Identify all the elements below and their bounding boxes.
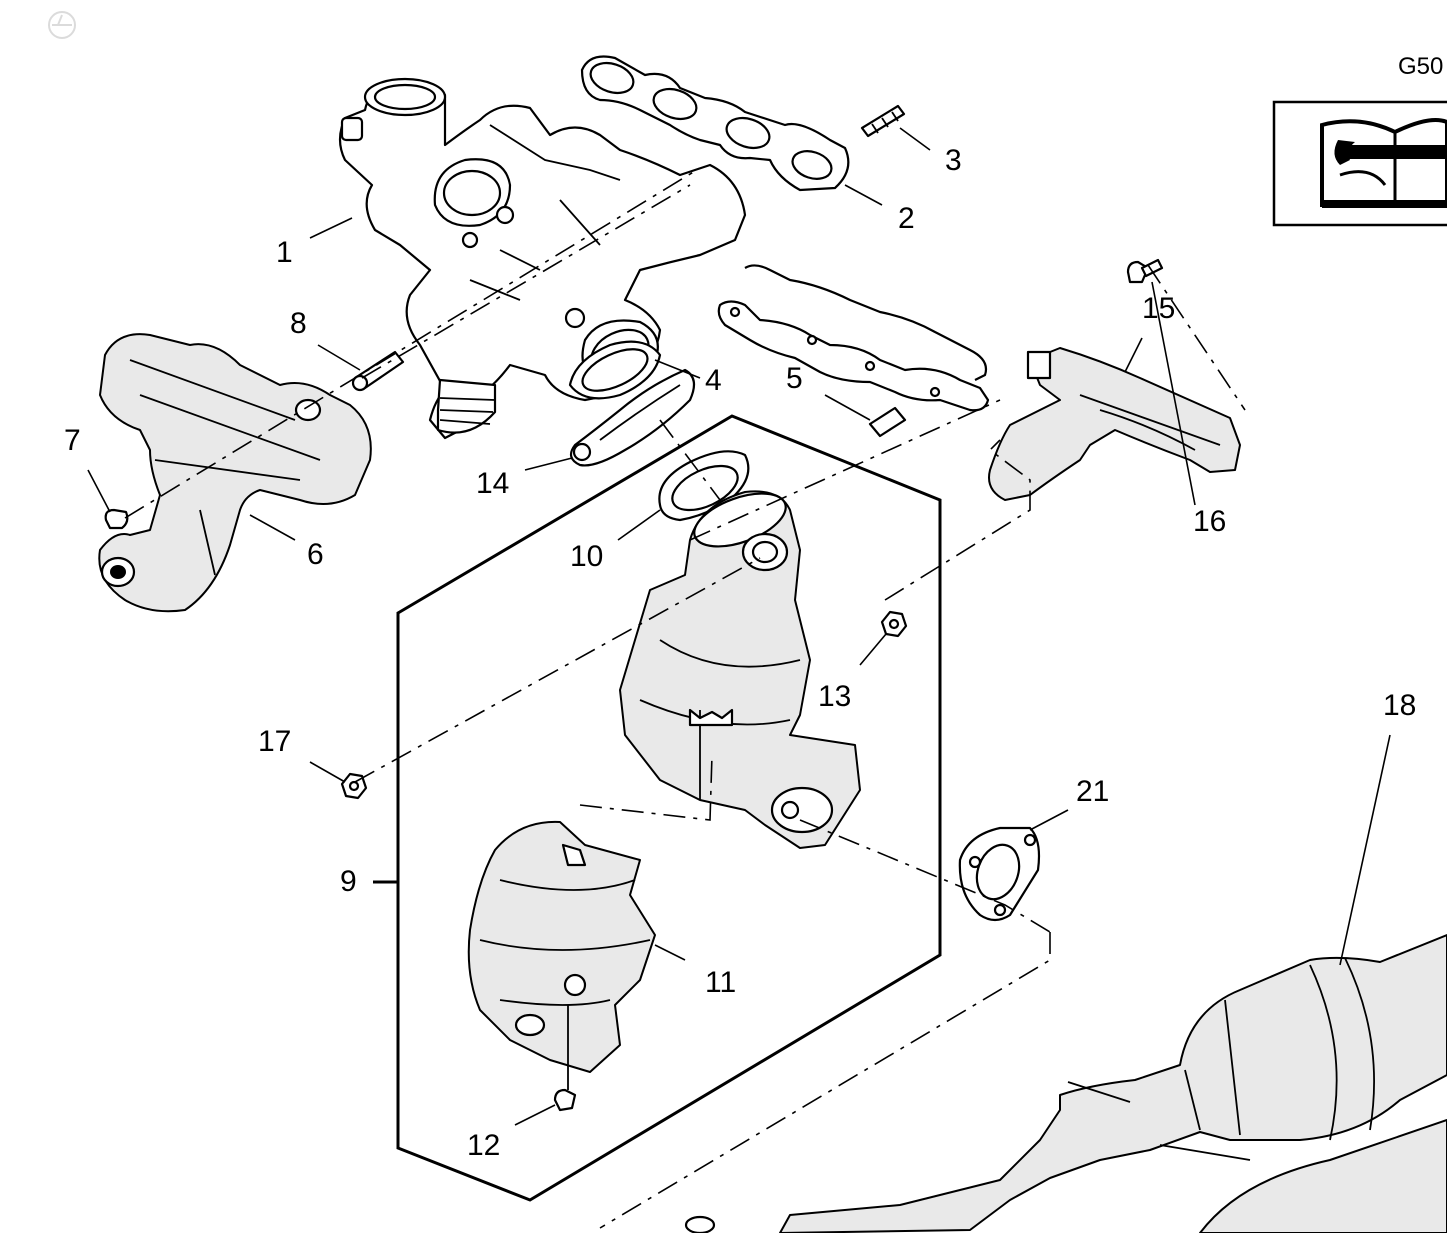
callout-14: 14 bbox=[476, 467, 510, 500]
part-14-clamp bbox=[569, 368, 696, 467]
part-18-exhaust-pipe bbox=[684, 934, 1447, 1235]
diagram-code: G50 bbox=[1398, 53, 1444, 80]
part-2-manifold-gasket bbox=[580, 55, 850, 192]
part-10-gasket bbox=[658, 450, 750, 522]
callout-21: 21 bbox=[1076, 775, 1110, 808]
part-7-bolt bbox=[104, 508, 129, 530]
manual-reference-box bbox=[1272, 100, 1447, 227]
callout-18: 18 bbox=[1383, 689, 1417, 722]
part-5-gasket bbox=[717, 264, 990, 412]
assembly-dash-lines bbox=[124, 167, 1246, 1229]
callout-15: 15 bbox=[1142, 292, 1176, 325]
callout-10: 10 bbox=[570, 540, 604, 573]
part-3-stud bbox=[860, 104, 906, 138]
part-15-heat-shield-bracket bbox=[988, 347, 1241, 501]
callout-4: 4 bbox=[705, 364, 722, 397]
callout-13: 13 bbox=[818, 680, 852, 713]
part-11-heat-shield bbox=[467, 820, 656, 1073]
callout-7: 7 bbox=[64, 424, 81, 457]
callout-5: 5 bbox=[786, 362, 803, 395]
callout-1: 1 bbox=[276, 236, 293, 269]
book-with-wrench-icon bbox=[1320, 118, 1447, 208]
callout-3: 3 bbox=[945, 144, 962, 177]
part-6-heat-shield bbox=[98, 333, 372, 613]
part-13-nut bbox=[880, 610, 908, 638]
part-5-bolt bbox=[868, 406, 907, 438]
callout-8: 8 bbox=[290, 307, 307, 340]
part-4-flange-gasket bbox=[568, 340, 662, 400]
callout-2: 2 bbox=[898, 202, 915, 235]
part-8-stud bbox=[351, 350, 405, 392]
part-9-group-frame bbox=[373, 414, 942, 1202]
leader-lines bbox=[87, 127, 1391, 1126]
callout-17: 17 bbox=[258, 725, 292, 758]
part-21-gasket bbox=[958, 826, 1041, 922]
callout-9: 9 bbox=[340, 865, 357, 898]
part-9-catalytic-converter bbox=[619, 490, 861, 849]
callout-16: 16 bbox=[1193, 505, 1227, 538]
callout-6: 6 bbox=[307, 538, 324, 571]
part-12-bolt bbox=[553, 1005, 577, 1112]
part-16-bolt bbox=[1126, 258, 1164, 284]
callout-11: 11 bbox=[705, 966, 737, 999]
callout-12: 12 bbox=[467, 1129, 501, 1162]
watermark-logo bbox=[48, 11, 76, 39]
